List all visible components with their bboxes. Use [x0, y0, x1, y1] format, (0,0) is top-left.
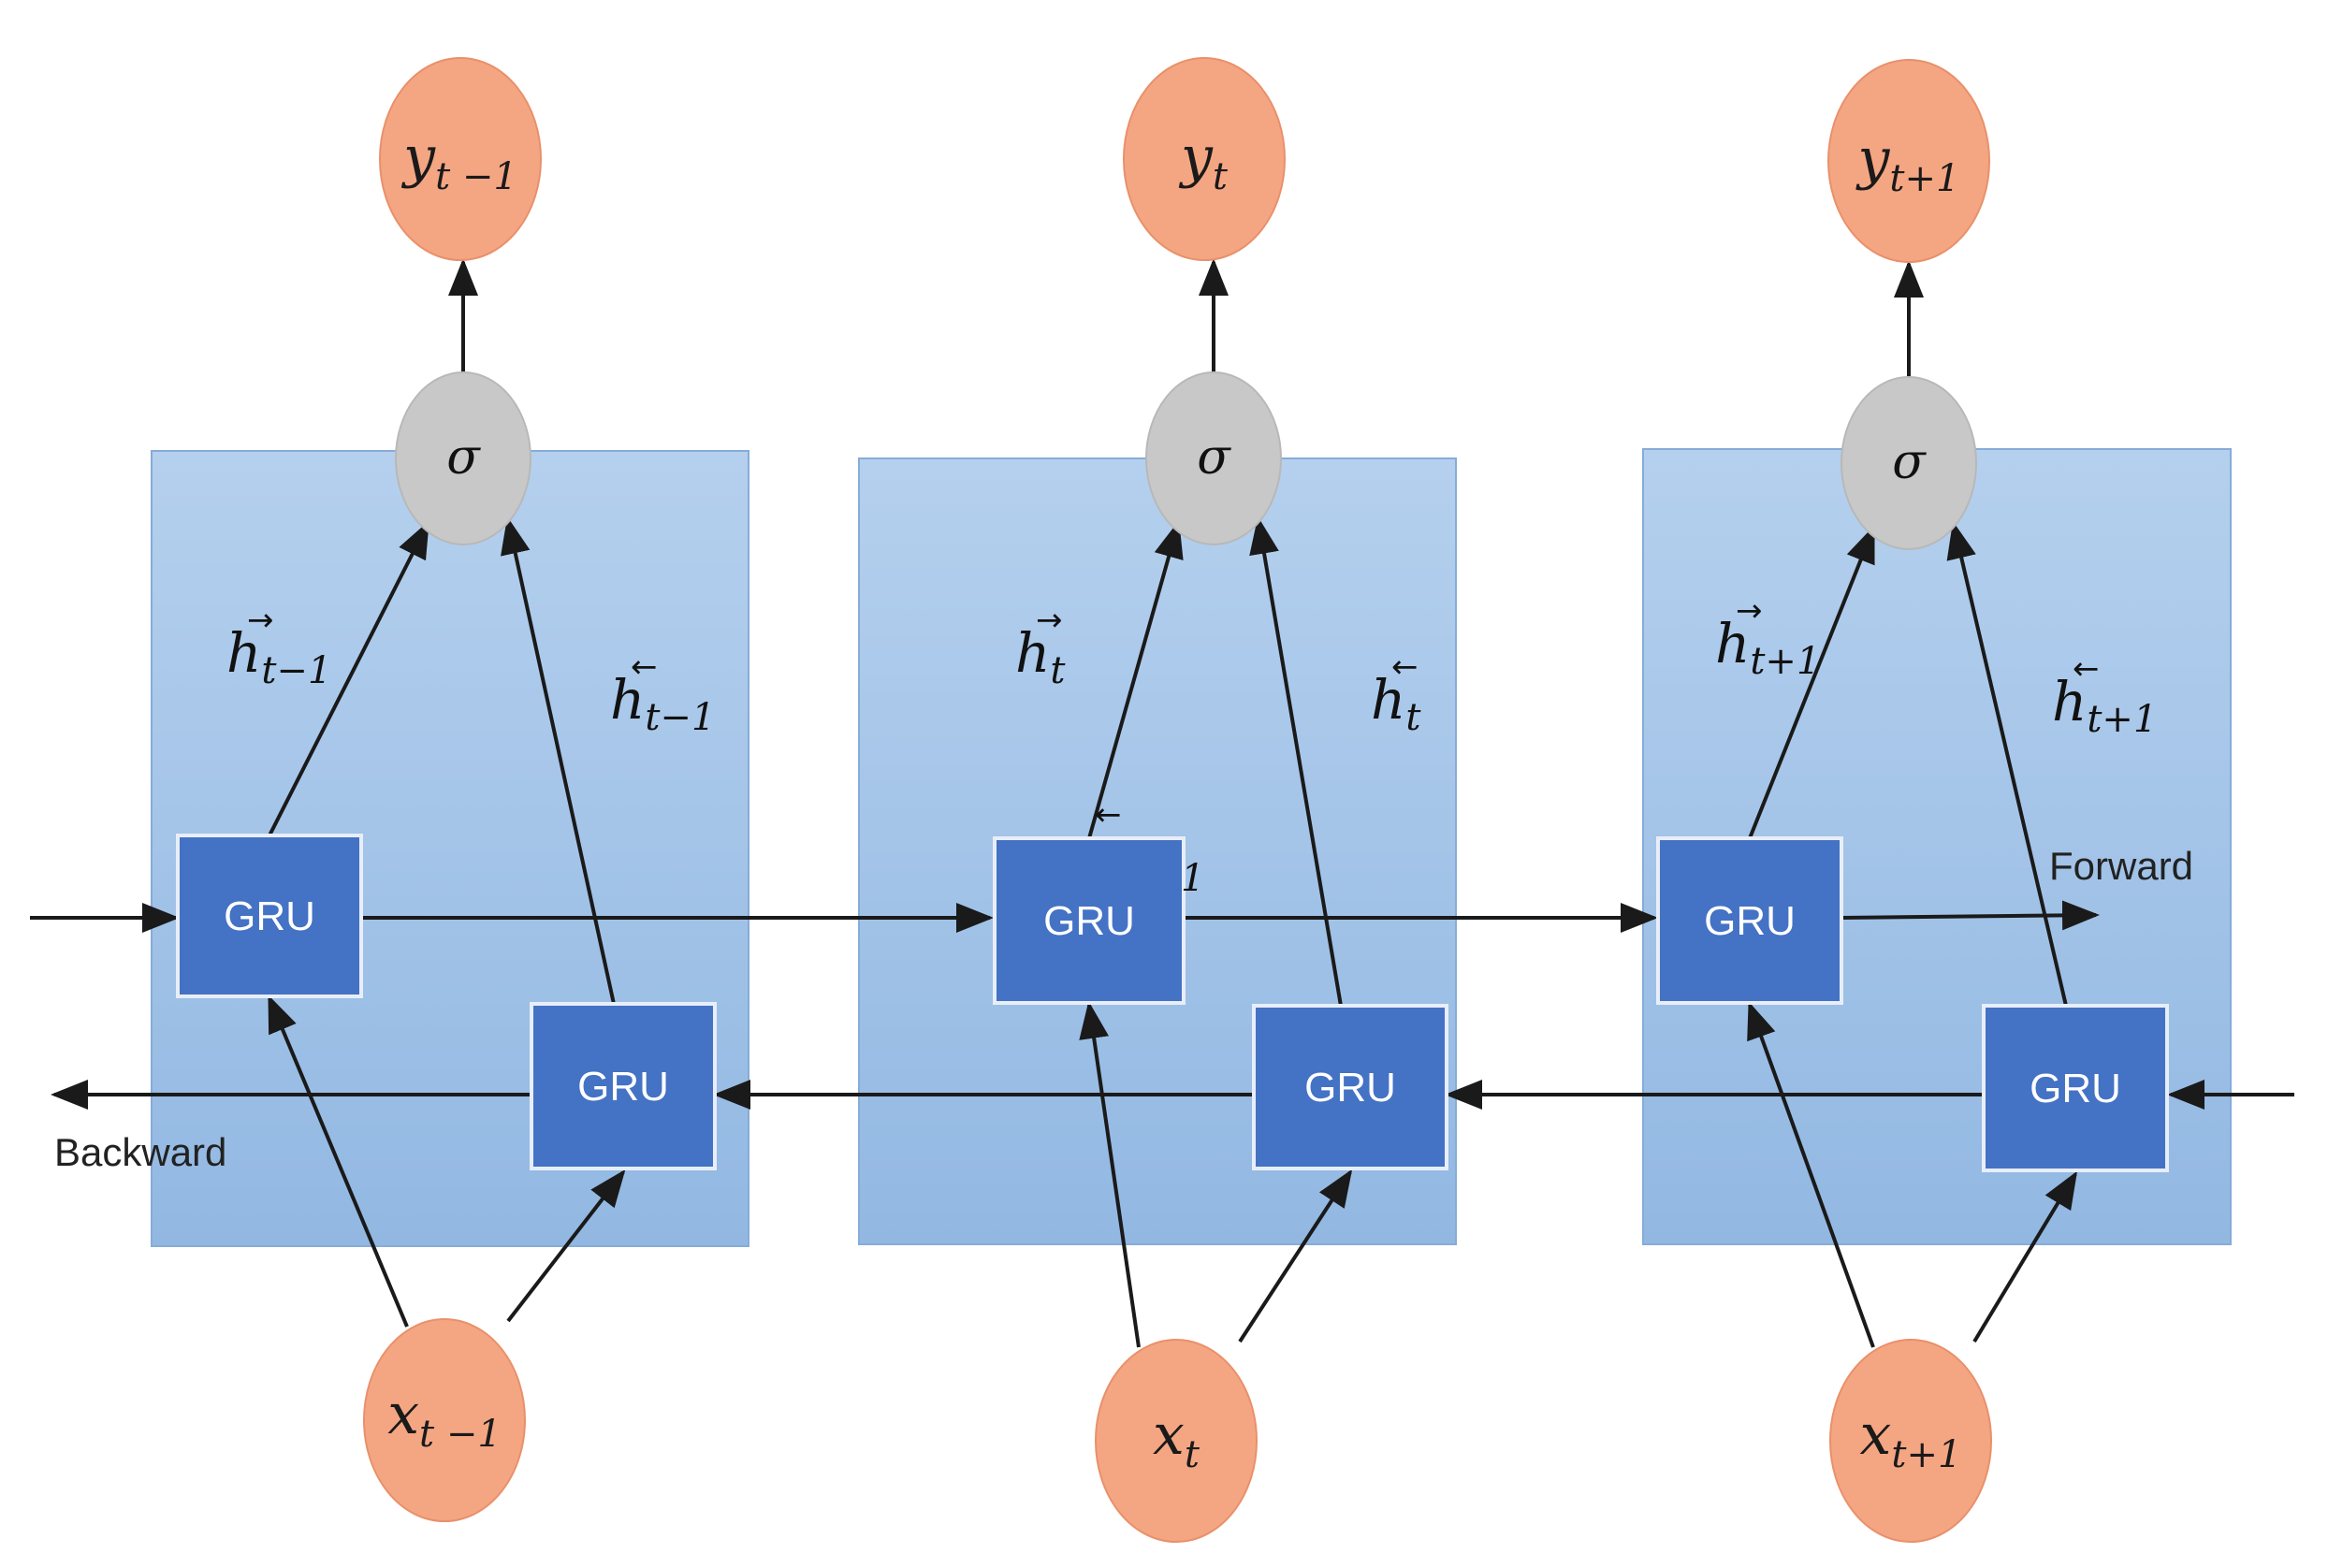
forward-to-sigma-arrow-3: [1748, 525, 1875, 839]
output-label-1: yt −1: [400, 124, 517, 198]
input-label-sub-1: t −1: [419, 1413, 502, 1456]
forward-gru-box-1: [176, 834, 363, 998]
backward-hidden-arrow-2: ←: [1391, 648, 1419, 686]
sigma-node-1: [395, 371, 531, 545]
output-node-3: [1827, 59, 1990, 263]
input-label-2: xt: [1153, 1402, 1200, 1476]
forward-hidden-arrow-1: →: [247, 602, 274, 639]
backward-gru-box-2: [1252, 1004, 1448, 1170]
input-node-1: [363, 1318, 526, 1522]
backward-hidden-label-sub-2: t: [1405, 696, 1421, 739]
forward-hidden-label-2: ht: [1015, 621, 1066, 692]
forward-hidden-label-base-3: h: [1715, 612, 1750, 675]
backward-gru-label-2: GRU: [1304, 1065, 1396, 1111]
backward-hidden-arrow-3: ←: [2073, 650, 2100, 688]
input-to-forward-arrow-2: [1079, 1001, 1141, 1348]
backward-to-sigma-arrow-2: [1249, 516, 1343, 1007]
forward-gru-label-1: GRU: [224, 893, 315, 939]
input-label-3: xt+1: [1860, 1402, 1962, 1476]
forward-hidden-label-sub-2: t: [1050, 649, 1066, 692]
forward-hidden-label-sub-1: t−1: [261, 649, 331, 692]
input-node-3: [1829, 1339, 1992, 1543]
output-label-base-3: y: [1855, 126, 1891, 192]
input-node-2: [1095, 1339, 1258, 1543]
forward-to-sigma-arrow-1: [268, 520, 429, 836]
output-label-sub-3: t+1: [1889, 157, 1959, 200]
forward-direction-label: Forward: [2049, 844, 2193, 888]
backward-hidden-label-sub-3: t+1: [2087, 698, 2157, 741]
backward-to-sigma-arrow-3: [1946, 521, 2068, 1007]
input-label-base-1: x: [387, 1382, 419, 1447]
forward-hidden-label-sub-3: t+1: [1750, 640, 1820, 683]
forward-hidden-label-3: ht+1: [1715, 612, 1820, 683]
backward-gru-box-1: [530, 1002, 717, 1170]
output-label-2: yt: [1178, 124, 1229, 198]
forward-arrow-out: [1841, 900, 2100, 931]
overlap-digit-fragment: 1: [1181, 857, 1204, 900]
output-label-sub-1: t −1: [435, 155, 517, 198]
forward-hidden-arrow-3: →: [1736, 592, 1763, 630]
sigma-label-2: σ: [1197, 429, 1231, 486]
output-label-sub-2: t: [1213, 155, 1229, 198]
input-label-base-2: x: [1153, 1402, 1185, 1468]
forward-hidden-arrow-2: →: [1036, 602, 1063, 639]
input-label-sub-3: t+1: [1891, 1433, 1961, 1476]
output-node-1: [379, 57, 542, 261]
input-to-backward-arrow-3: [1972, 1170, 2078, 1343]
input-label-sub-2: t: [1185, 1433, 1200, 1476]
output-node-2: [1123, 57, 1286, 261]
input-label-base-3: x: [1860, 1402, 1892, 1468]
input-to-backward-arrow-1: [506, 1169, 626, 1323]
forward-gru-box-3: [1656, 836, 1843, 1005]
output-label-3: yt+1: [1855, 126, 1960, 200]
input-to-forward-arrow-1: [268, 995, 409, 1328]
backward-gru-box-3: [1982, 1004, 2169, 1172]
backward-hidden-label-1: ht−1: [610, 668, 715, 739]
forward-hidden-label-base-2: h: [1015, 621, 1050, 685]
forward-gru-box-2: [993, 836, 1186, 1005]
sigma-label-3: σ: [1892, 434, 1927, 490]
input-to-backward-arrow-2: [1238, 1169, 1353, 1343]
backward-hidden-label-3: ht+1: [2052, 670, 2157, 741]
sigma-node-2: [1145, 371, 1282, 545]
sigma-label-1: σ: [446, 429, 481, 486]
backward-hidden-label-base-1: h: [610, 668, 645, 732]
output-label-base-2: y: [1178, 124, 1214, 190]
forward-to-sigma-arrow-2: [1087, 520, 1184, 839]
input-to-forward-arrow-3: [1747, 1001, 1875, 1348]
input-label-1: xt −1: [387, 1382, 502, 1456]
backward-to-sigma-arrow-1: [501, 516, 616, 1005]
forward-gru-label-3: GRU: [1704, 898, 1796, 944]
backward-hidden-label-base-3: h: [2052, 670, 2087, 733]
sigma-node-3: [1841, 376, 1977, 550]
backward-gru-label-3: GRU: [2030, 1066, 2121, 1111]
forward-hidden-label-1: ht−1: [226, 621, 331, 692]
forward-hidden-label-base-1: h: [226, 621, 261, 685]
backward-hidden-label-base-2: h: [1371, 668, 1405, 732]
backward-direction-label: Backward: [54, 1130, 226, 1174]
backward-gru-label-1: GRU: [577, 1064, 669, 1110]
forward-gru-label-2: GRU: [1043, 898, 1135, 944]
overlap-arrow-fragment: ←: [1095, 796, 1122, 834]
backward-hidden-arrow-1: ←: [631, 648, 658, 686]
backward-hidden-label-2: ht: [1371, 668, 1421, 739]
backward-hidden-label-sub-1: t−1: [645, 696, 715, 739]
output-label-base-1: y: [400, 124, 436, 190]
